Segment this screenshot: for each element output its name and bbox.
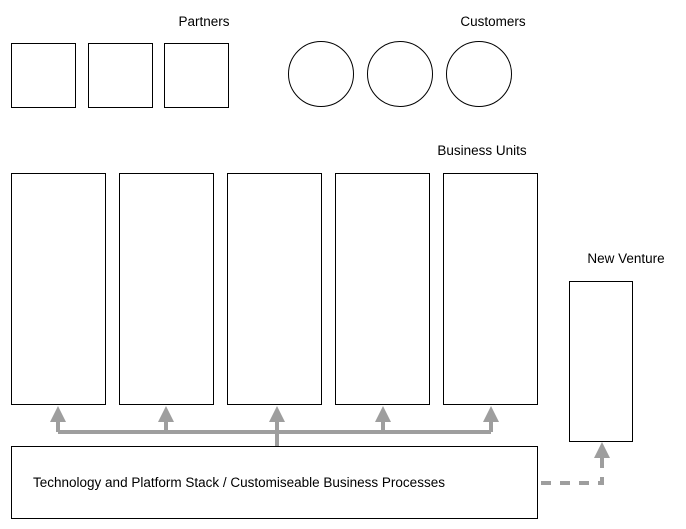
business-unit-node[interactable] xyxy=(11,173,106,405)
partner-node[interactable] xyxy=(164,43,229,108)
customer-node[interactable] xyxy=(446,41,512,107)
partner-node[interactable] xyxy=(88,43,153,108)
arrow-head-icon xyxy=(269,406,285,422)
platform-stack-label: Technology and Platform Stack / Customis… xyxy=(33,474,445,490)
new-venture-dashed-link xyxy=(541,456,604,485)
arrow-head-icon xyxy=(50,406,66,422)
partners-group-label: Partners xyxy=(178,14,230,29)
new-venture-group-label: New Venture xyxy=(587,251,665,266)
customer-node[interactable] xyxy=(288,41,354,107)
arrow-head-icon xyxy=(375,406,391,422)
arrow-head-icon xyxy=(483,406,499,422)
customers-group-label: Customers xyxy=(460,14,526,29)
business-unit-node[interactable] xyxy=(227,173,322,405)
new-venture-node[interactable] xyxy=(569,281,633,442)
business-units-group-label: Business Units xyxy=(437,143,527,158)
platform-stack-box[interactable]: Technology and Platform Stack / Customis… xyxy=(11,446,538,519)
customer-node[interactable] xyxy=(367,41,433,107)
business-unit-node[interactable] xyxy=(335,173,430,405)
business-unit-node[interactable] xyxy=(443,173,538,405)
arrow-head-icon xyxy=(594,442,610,458)
business-unit-node[interactable] xyxy=(119,173,214,405)
partner-node[interactable] xyxy=(11,43,76,108)
arrow-head-icon xyxy=(158,406,174,422)
